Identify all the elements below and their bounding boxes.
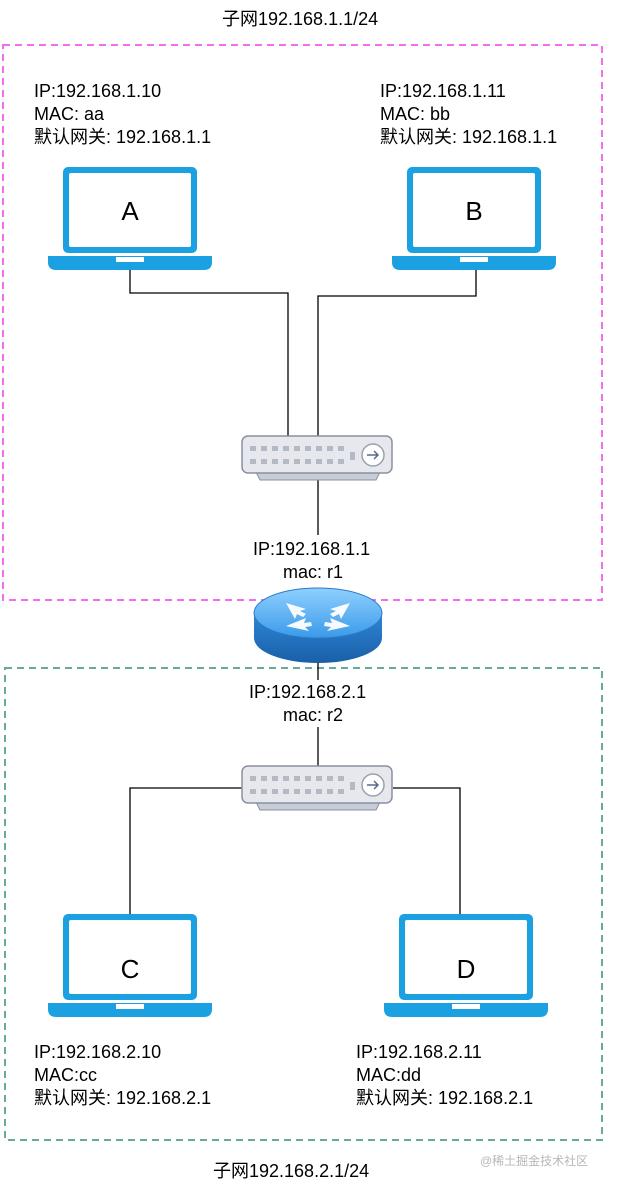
pc-a-ip: IP:192.168.1.10: [34, 81, 162, 101]
router-port2-ip: IP:192.168.2.1: [249, 682, 367, 702]
link-a-switch1: [129, 270, 289, 436]
pc-a-name: A: [121, 196, 139, 226]
router-icon: [253, 587, 383, 663]
router-port1-ip: IP:192.168.1.1: [253, 539, 371, 559]
laptop-c-icon: [48, 914, 212, 1017]
pc-b-name: B: [465, 196, 483, 226]
pc-c-gateway: 默认网关: 192.168.2.1: [34, 1088, 212, 1108]
watermark: @稀土掘金技术社区: [480, 1154, 589, 1168]
pc-d-gateway: 默认网关: 192.168.2.1: [356, 1088, 534, 1108]
subnet2-boundary: [4, 667, 603, 1141]
laptop-d-icon: [384, 914, 548, 1017]
pc-b-mac: MAC: bb: [380, 104, 451, 124]
link-switch2-c: [129, 787, 243, 914]
pc-c-name: C: [120, 954, 140, 984]
pc-d-mac: MAC:dd: [356, 1065, 422, 1085]
router-port1-mac: mac: r1: [283, 562, 344, 582]
link-b-switch1: [317, 270, 477, 436]
pc-c-ip: IP:192.168.2.10: [34, 1042, 162, 1062]
pc-b-gateway: 默认网关: 192.168.1.1: [380, 127, 558, 147]
pc-a-mac: MAC: aa: [34, 104, 105, 124]
laptop-b-icon: [392, 167, 556, 270]
laptop-a-icon: [48, 167, 212, 270]
pc-b-ip: IP:192.168.1.11: [380, 81, 506, 101]
pc-a-gateway: 默认网关: 192.168.1.1: [34, 127, 212, 147]
switch-1-icon: [241, 435, 393, 481]
link-switch2-d: [393, 787, 461, 914]
subnet1-title: 子网192.168.1.1/24: [222, 9, 379, 29]
pc-d-name: D: [456, 954, 476, 984]
router-port2-mac: mac: r2: [283, 705, 344, 725]
subnet2-title: 子网192.168.2.1/24: [213, 1161, 370, 1181]
switch-2-icon: [241, 765, 393, 811]
connections: [129, 270, 477, 914]
pc-c-mac: MAC:cc: [34, 1065, 97, 1085]
pc-d-ip: IP:192.168.2.11: [356, 1042, 482, 1062]
